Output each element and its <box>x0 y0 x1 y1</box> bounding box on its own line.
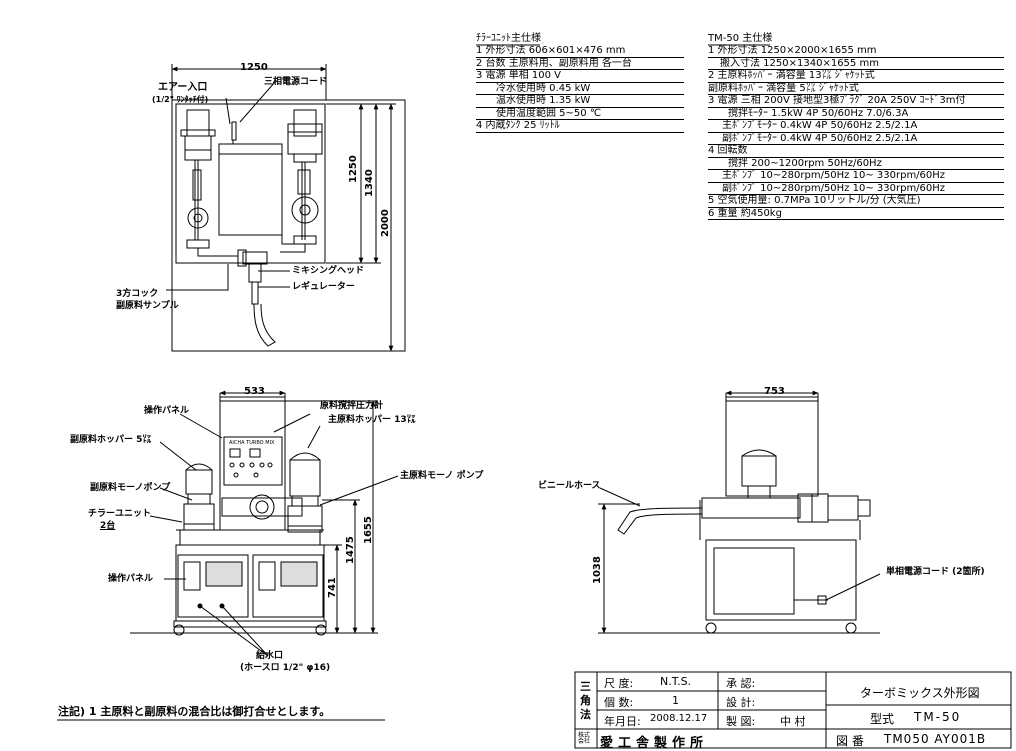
tm-spec-row: 副原料ﾎｯﾊﾟｰ 満容量 5㍑ ｼﾞｬｹｯﾄ式 <box>708 83 1004 95</box>
op-panel-label: 操作パネル <box>144 406 190 416</box>
main-pump-label: 主原料モーノ ポンプ <box>400 471 484 481</box>
tm-spec-row: 2 主原料ﾎｯﾊﾟｰ 満容量 13㍑ ｼﾞｬｹｯﾄ式 <box>708 70 1004 83</box>
sub-pump-label: 副原料モーノポンプ <box>90 483 171 493</box>
tm-spec-row: 搬入寸法 1250×1340×1655 mm <box>708 58 1004 70</box>
top-view-frame <box>175 103 326 264</box>
scale-label: 尺 度: <box>604 677 634 690</box>
tm-spec-row: 3 電源 三相 200V 接地型3極ﾌﾟﾗｸﾞ 20A 250V ｺｰﾄﾞ3m付 <box>708 95 1004 108</box>
chiller-spec-row: 温水使用時 1.35 kW <box>476 95 684 108</box>
front-view-drawing <box>130 390 399 657</box>
regulator-label: レギュレーター <box>292 282 355 292</box>
front-dim-741: 741 <box>327 577 338 598</box>
date-label: 年月日: <box>604 715 641 728</box>
chiller-spec-row: 1 外形寸法 606×601×476 mm <box>476 45 684 58</box>
tm-spec-title: TM-50 主仕様 <box>708 33 773 44</box>
tm-spec-row: 6 重量 約450kg <box>708 208 1004 220</box>
drawing-title: ターボミックス外形図 <box>860 686 980 700</box>
top-view-drawing <box>166 64 406 352</box>
qty-label: 個 数: <box>604 696 634 709</box>
chiller-spec-row: 2 台数 主原料用、副原料用 各一台 <box>476 58 684 70</box>
air-inlet-label: エアー入口 <box>158 82 208 93</box>
front-dim-533: 533 <box>244 386 265 397</box>
title-block-lines <box>57 671 1012 749</box>
approve-label: 承 認: <box>726 677 756 690</box>
date-value: 2008.12.17 <box>650 713 708 724</box>
side-view-drawing <box>598 390 881 634</box>
model-value: TM-50 <box>914 710 962 724</box>
chiller-spec-row: 4 内蔵ﾀﾝｸ 25 ﾘｯﾄﾙ <box>476 120 684 133</box>
top-dim-1250: 1250 <box>348 155 359 183</box>
chiller-count-label: 2台 <box>100 521 116 531</box>
power-cord-2-label: 単相電源コード (2箇所) <box>886 567 985 577</box>
main-hopper-label: 主原料ホッパー 13㍑ <box>328 415 416 425</box>
sub-sample-label: 副原料サンプル <box>116 301 179 311</box>
top-dim-1340: 1340 <box>364 169 375 197</box>
tm-spec-row: 副ﾎﾟﾝﾌﾟﾓｰﾀｰ 0.4kW 4P 50/60Hz 2.5/2.1A <box>708 133 1004 145</box>
sub-hopper-label: 副原料ホッパー 5㍑ <box>70 435 152 445</box>
tm-spec-row: 主ﾎﾟﾝﾌﾟ 10~280rpm/50Hz 10~ 330rpm/60Hz <box>708 170 1004 183</box>
front-dim-1655: 1655 <box>363 516 374 544</box>
pressure-gauge-label: 原料撹拌圧力計 <box>320 401 384 411</box>
drawing-no-label: 図 番 <box>836 734 864 748</box>
panel-brand-label: AICHA TURBO MIX <box>229 440 275 446</box>
water-inlet-label: 給水口 <box>256 651 284 661</box>
top-dim-width: 1250 <box>240 62 268 73</box>
tm-spec-row: 撹拌ﾓｰﾀｰ 1.5kW 4P 50/60Hz 7.0/6.3A <box>708 108 1004 120</box>
chiller-unit-label: チラーユニット <box>88 509 152 519</box>
chiller-spec-row: 3 電源 単相 100 V <box>476 70 684 83</box>
front-dim-1475: 1475 <box>345 536 356 564</box>
chiller-spec-table: ﾁﾗｰﾕﾆｯﾄ主仕様 1 外形寸法 606×601×476 mm 2 台数 主原… <box>476 33 684 133</box>
tm-spec-row: 5 空気使用量: 0.7MPa 10リットル/分 (大気圧) <box>708 195 1004 208</box>
tm-spec-table: TM-50 主仕様 1 外形寸法 1250×2000×1655 mm 搬入寸法 … <box>708 33 1004 220</box>
water-inlet-sub-label: (ホースロ 1/2" φ16) <box>240 663 331 673</box>
tm-spec-row: 4 回転数 <box>708 145 1004 158</box>
design-label: 設 計: <box>726 696 756 709</box>
power-cord-label: 三相電源コード <box>264 77 328 87</box>
tm-spec-row: 主ﾎﾟﾝﾌﾟﾓｰﾀｰ 0.4kW 4P 50/60Hz 2.5/2.1A <box>708 120 1004 133</box>
top-dim-2000: 2000 <box>380 209 391 237</box>
draft-label: 製 図: <box>726 715 756 728</box>
mixing-head-label: ミキシングヘッド <box>292 266 365 276</box>
side-dim-1038: 1038 <box>592 556 603 584</box>
company-name: 愛工舎製作所 <box>600 736 709 751</box>
draft-value: 中 村 <box>780 715 806 728</box>
drawing-note: 注記) 1 主原料と副原料の混合比は御打合せとします。 <box>58 705 331 718</box>
drawing-no: TM050 AY001B <box>884 732 987 746</box>
projection-method: 三角法 <box>580 680 591 721</box>
top-view-outline <box>171 99 406 352</box>
vinyl-hose-label: ビニールホース <box>538 481 601 491</box>
three-way-cock-label: 3方コック <box>116 289 159 299</box>
side-dim-753: 753 <box>764 386 785 397</box>
scale-value: N.T.S. <box>660 675 692 688</box>
tm-spec-row: 1 外形寸法 1250×2000×1655 mm <box>708 45 1004 58</box>
company-prefix: 株式会社 <box>578 732 591 745</box>
chiller-spec-row: 使用温度範囲 5~50 ℃ <box>476 108 684 120</box>
op-panel-label-2: 操作パネル <box>108 574 154 584</box>
tm-spec-row: 副ﾎﾟﾝﾌﾟ 10~280rpm/50Hz 10~ 330rpm/60Hz <box>708 183 1004 195</box>
air-inlet-sub-label: (1/2" ﾜﾝﾀｯﾁ付) <box>152 95 209 104</box>
tm-spec-row: 撹拌 200~1200rpm 50Hz/60Hz <box>708 158 1004 170</box>
model-label: 型式 <box>870 712 895 726</box>
chiller-spec-row: 冷水使用時 0.45 kW <box>476 83 684 95</box>
chiller-spec-title: ﾁﾗｰﾕﾆｯﾄ主仕様 <box>476 33 541 44</box>
qty-value: 1 <box>672 694 679 707</box>
